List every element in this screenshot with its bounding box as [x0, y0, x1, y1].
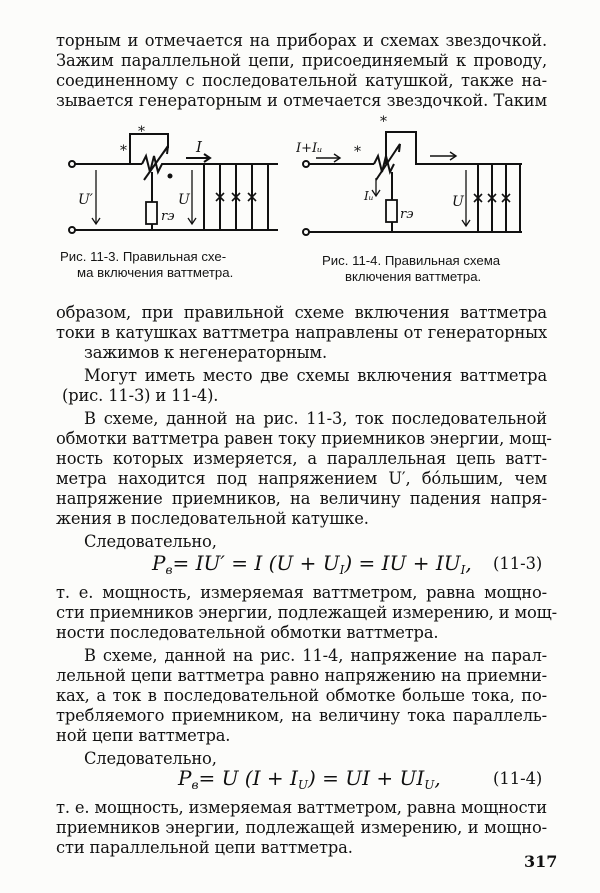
- figure-11-3-diagram: * * I rэ U′ U: [68, 124, 278, 234]
- voltage-label: U: [452, 194, 465, 210]
- star-mark: *: [380, 114, 387, 130]
- figure-11-4-caption: Рис. 11-4. Правильная схема: [322, 253, 501, 268]
- text-line: соединенному с последовательной катушкой…: [56, 71, 547, 90]
- equation-11-4: Pв= U (I + IU) = UI + UIU,: [178, 766, 441, 792]
- text-line: обмотки ваттметра равен току приемников …: [56, 429, 552, 448]
- figure-11-4-diagram: I+Iᵤ * * Iᵤ rэ U: [296, 114, 522, 236]
- equation-11-4-number: (11-4): [493, 769, 543, 788]
- text-line: приемников энергии, подлежащей измерению…: [56, 818, 547, 837]
- star-mark: *: [120, 143, 127, 159]
- equation-11-3: Pв= IU′ = I (U + UI) = IU + IUI,: [152, 551, 472, 577]
- star-mark: *: [354, 144, 361, 160]
- total-current-label: I+Iᵤ: [296, 141, 322, 156]
- text-line: токи в катушках ваттметра направлены от …: [56, 323, 547, 342]
- parallel-current-label: Iᵤ: [363, 189, 374, 203]
- equation-11-3-number: (11-3): [493, 554, 543, 573]
- text-line: требляемого приемником, на величину тока…: [56, 706, 547, 725]
- voltage-prime-label: U′: [78, 192, 94, 208]
- text-line: Зажим параллельной цепи, присоединяемый …: [56, 51, 547, 70]
- text-line: ность которых измеряется, а параллельная…: [56, 449, 547, 468]
- text-line: зывается генераторным и отмечается звезд…: [56, 91, 547, 110]
- resistor-label: rэ: [161, 209, 175, 224]
- text-line: ках, а ток в последовательной обмотке бо…: [56, 686, 547, 705]
- figure-11-3-caption-cont: ма включения ваттметра.: [77, 265, 234, 280]
- current-label: I: [195, 138, 203, 156]
- figure-11-4-caption-cont: включения ваттметра.: [345, 269, 482, 284]
- star-mark: *: [138, 124, 145, 140]
- text-line: зажимов к негенераторным.: [84, 343, 327, 362]
- text-line: т. е. мощность, измеряемая ваттметром, р…: [56, 583, 547, 602]
- text-line: торным и отмечается на приборах и схемах…: [56, 31, 547, 50]
- page-number: 317: [524, 852, 558, 871]
- figure-11-3-caption: Рис. 11-3. Правильная схе-: [60, 249, 227, 264]
- text-line: т. е. мощность, измеряемая ваттметром, р…: [56, 798, 547, 817]
- text-line: ной цепи ваттметра.: [56, 726, 231, 745]
- text-line: В схеме, данной на рис. 11-4, напряжение…: [84, 646, 547, 665]
- voltage-label: U: [178, 192, 191, 208]
- text-line: Следовательно,: [84, 749, 217, 768]
- resistor-label: rэ: [400, 207, 414, 222]
- text-line: напряжение приемников, на величину паден…: [56, 489, 547, 508]
- text-line: Следовательно,: [84, 532, 217, 551]
- text-line: сти параллельной цепи ваттметра.: [56, 838, 353, 857]
- text-line: жения в последовательной катушке.: [56, 509, 369, 528]
- text-line: В схеме, данной на рис. 11-3, ток послед…: [84, 409, 547, 428]
- text-line: метра находится под напряжением U′, бо́л…: [56, 469, 547, 488]
- text-line: ности последовательной обмотки ваттметра…: [56, 623, 439, 642]
- text-line: образом, при правильной схеме включения …: [56, 303, 547, 322]
- text-line: лельной цепи ваттметра равно напряжению …: [56, 666, 547, 685]
- text-line: сти приемников энергии, подлежащей измер…: [56, 603, 557, 622]
- text-line: (рис. 11-3) и 11-4).: [62, 386, 219, 405]
- text-line: Могут иметь место две схемы включения ва…: [84, 366, 547, 385]
